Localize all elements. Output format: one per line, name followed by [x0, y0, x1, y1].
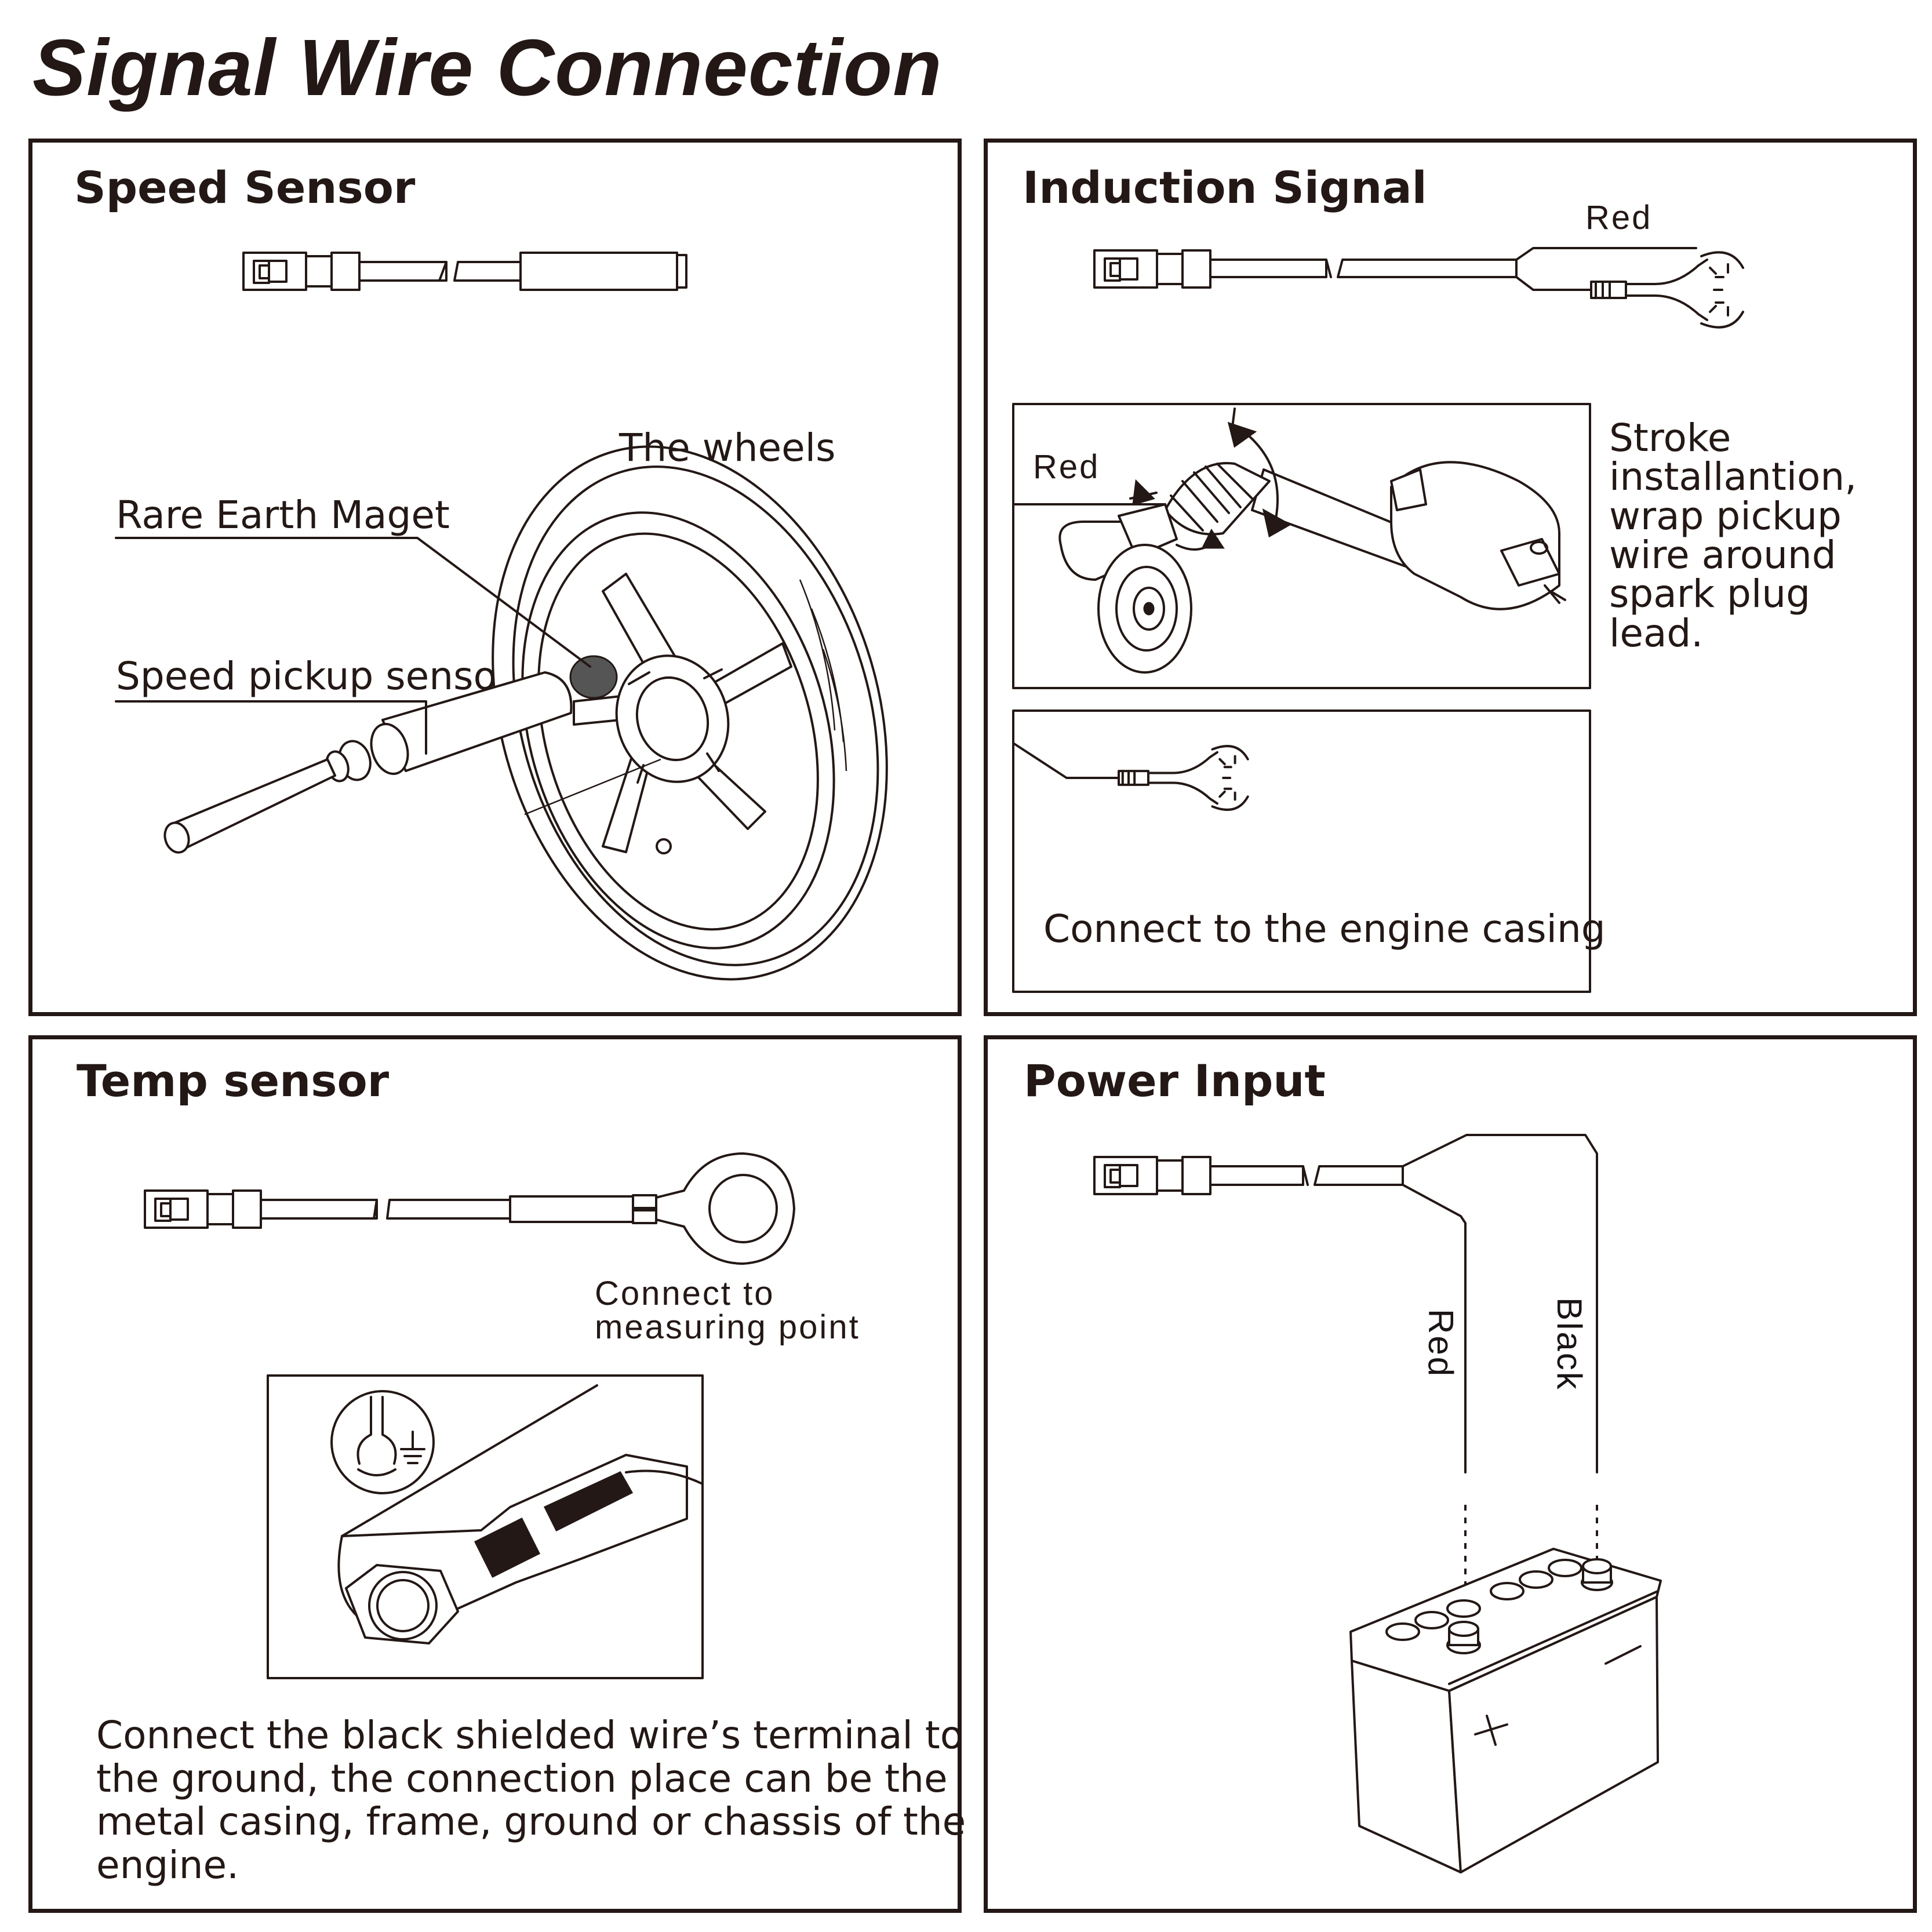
wheel-spokes: [574, 574, 791, 852]
wheel-icon: [430, 398, 949, 1029]
ring-terminal-icon: [656, 1154, 794, 1264]
power-red-label: Red: [1421, 1309, 1460, 1378]
rare-earth-magnet-icon: [570, 656, 617, 698]
power-input-title: Power Input: [1024, 1055, 1326, 1107]
speed-sensor-cable-icon: [242, 252, 686, 291]
speed-sensor-panel: [28, 139, 962, 1016]
coil-red-label: Red: [1033, 448, 1100, 486]
temp-sensor-panel: [28, 1035, 962, 1913]
fork-terminal-icon: [1590, 251, 1744, 329]
speed-sensor-icon: [161, 672, 661, 856]
speed-sensor-title: Speed Sensor: [74, 162, 416, 213]
ignition-coil-icon: [1013, 409, 1565, 672]
pickup-sensor-label: Speed pickup senso: [116, 654, 497, 698]
casing-note: Connect to the engine casing: [1043, 907, 1606, 951]
power-cable-icon: [1093, 1135, 1597, 1472]
power-black-label: Black: [1550, 1297, 1589, 1391]
battery-icon: [1351, 1549, 1661, 1872]
induction-signal-title: Induction Signal: [1023, 162, 1427, 213]
induction-cable-icon: [1093, 248, 1696, 290]
ground-symbol-icon: [332, 1391, 434, 1493]
induction-signal-panel: [984, 139, 1917, 1016]
power-leader-dashes: [1465, 1505, 1597, 1607]
stroke-instruction: Stroke installantion, wrap pickup wire a…: [1609, 416, 1857, 656]
measuring-point-label: Connect to measuring point: [595, 1275, 860, 1346]
induction-red-label: Red: [1585, 199, 1653, 237]
speed-leader-lines: [116, 538, 590, 754]
page-title: Signal Wire Connection: [32, 23, 943, 112]
casing-illustration-box: [1013, 711, 1590, 992]
temp-sensor-title: Temp sensor: [77, 1055, 390, 1107]
power-input-panel: [984, 1035, 1917, 1913]
magnet-label: Rare Earth Maget: [116, 493, 450, 537]
casing-fork-terminal-icon: [1013, 743, 1249, 811]
ground-note: Connect the black shielded wire’s termin…: [96, 1713, 966, 1887]
wheels-label: The wheels: [619, 425, 836, 470]
temp-sensor-cable-icon: [144, 1189, 656, 1229]
ground-lug-icon: [339, 1385, 703, 1643]
